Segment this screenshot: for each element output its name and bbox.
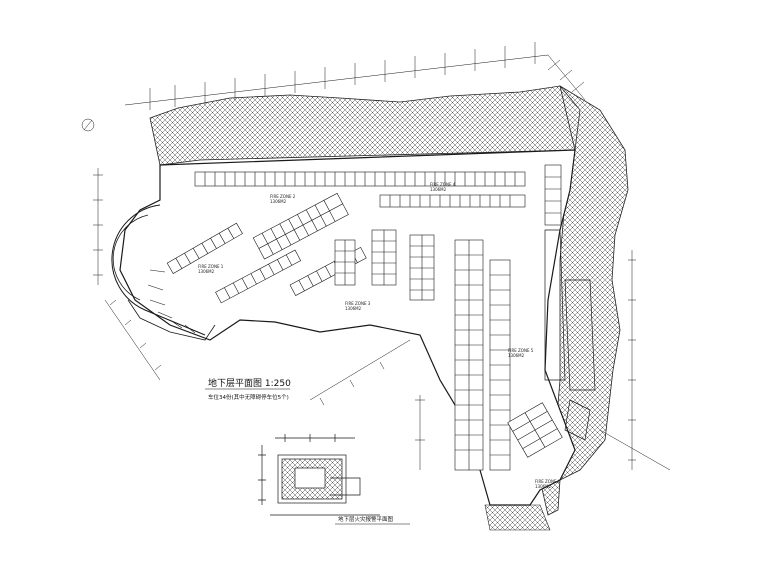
grid-axis-top — [81, 42, 586, 132]
curved-ramp — [111, 204, 216, 341]
plan-title: 地下层平面图 1:250 — [208, 377, 291, 389]
inset-fire-alarm-plan — [258, 434, 380, 516]
fire-zone-area: 1306M2 — [430, 187, 447, 192]
fire-zone-label: FIRE ZONE 1 — [198, 264, 224, 269]
fire-zone-label: FIRE ZONE 4 — [430, 182, 456, 187]
fire-zone-label: FIRE ZONE 6 — [535, 479, 561, 484]
fire-zone-area: 1306M2 — [508, 353, 525, 358]
fire-zone-area: 1306M2 — [270, 199, 287, 204]
right-wing-structure — [544, 229, 596, 441]
fire-zone-label: FIRE ZONE 5 — [508, 348, 534, 353]
inset-title: 地下层火灾报警平面图 — [338, 515, 394, 523]
fire-zone-label: FIRE ZONE 3 — [345, 301, 371, 306]
plan-subtitle: 车位34份(其中无障碍停车位5个) — [208, 393, 289, 401]
grid-axis-left — [93, 168, 671, 471]
fire-zone-area: 1306M2 — [535, 484, 552, 489]
hatched-earth-areas — [149, 85, 629, 531]
parking-stalls — [147, 164, 563, 471]
fire-zone-label: FIRE ZONE 2 — [270, 194, 296, 199]
fire-zone-area: 1306M2 — [345, 306, 362, 311]
north-arrow-icon — [83, 119, 93, 131]
fire-zone-labels: FIRE ZONE 1 1306M2 FIRE ZONE 2 1306M2 FI… — [198, 182, 561, 489]
fire-zone-area: 1306M2 — [198, 269, 215, 274]
